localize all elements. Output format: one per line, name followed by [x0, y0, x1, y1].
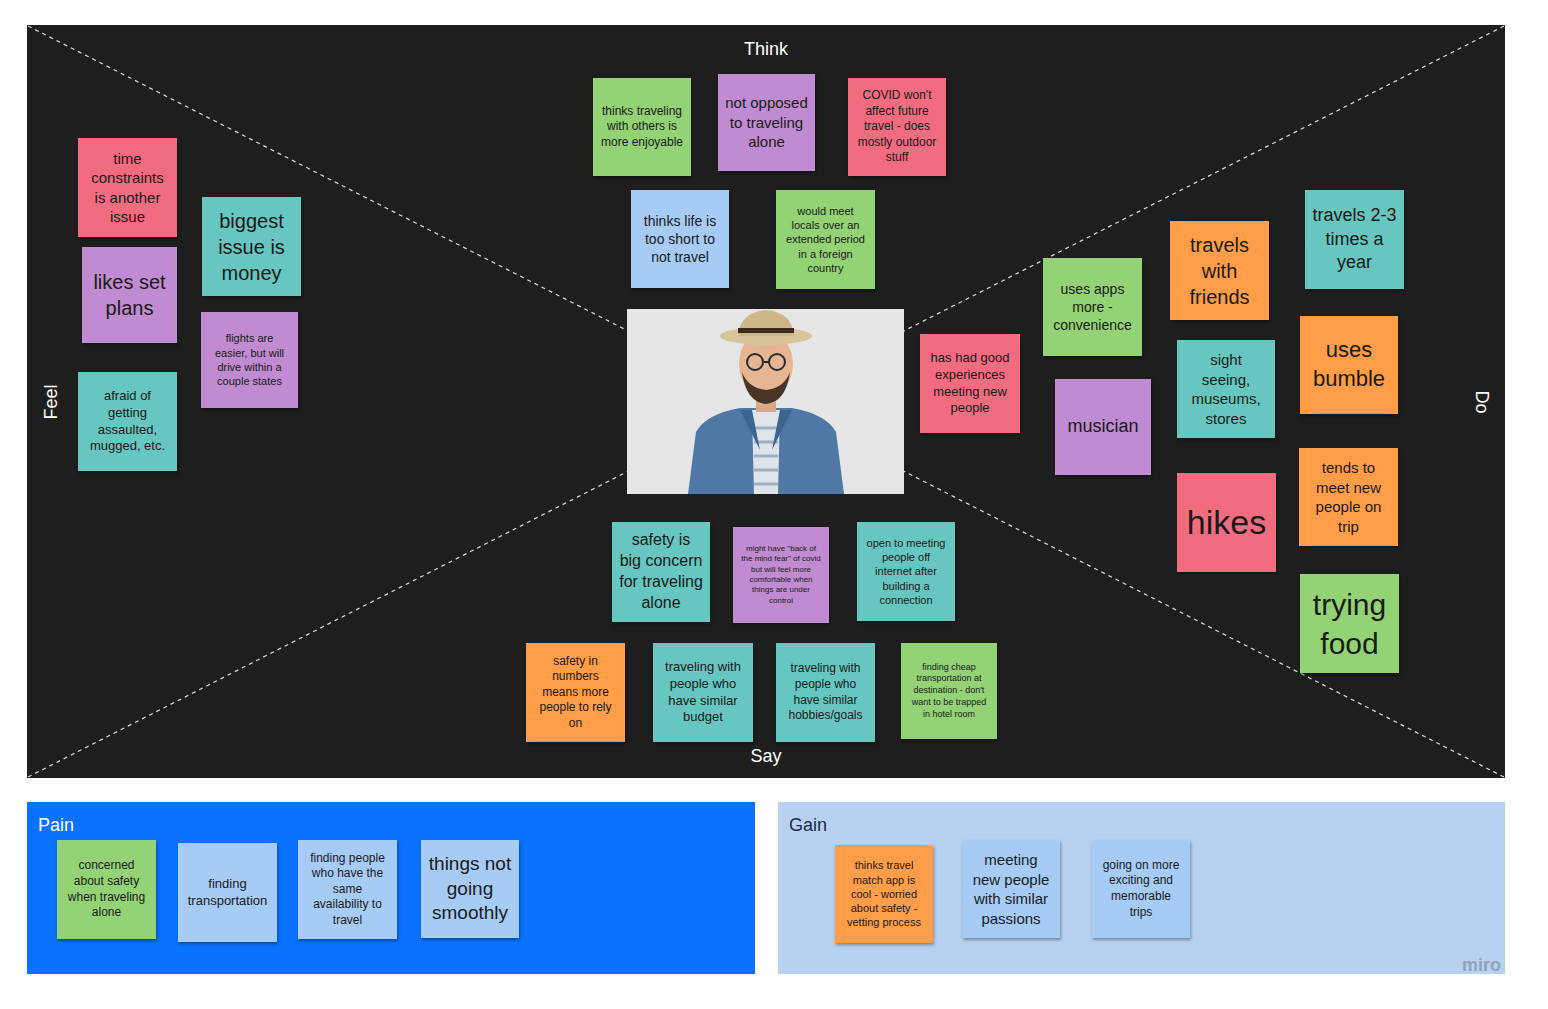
note-text: likes set plans	[89, 269, 170, 321]
note-text: afraid of getting assaulted, mugged, etc…	[85, 388, 170, 456]
quadrant-label: Feel	[41, 384, 62, 419]
note-text: time constraints is another issue	[85, 149, 170, 227]
sticky-note: tends to meet new people on trip	[1299, 448, 1398, 546]
note-text: going on more exciting and memorable tri…	[1099, 858, 1183, 920]
sticky-note: travels with friends	[1170, 221, 1269, 320]
note-text: thinks traveling with others is more enj…	[600, 104, 684, 151]
panel-title: Pain	[38, 815, 74, 836]
note-text: travels 2-3 times a year	[1312, 204, 1397, 274]
sticky-note: sight seeing, museums, stores	[1177, 340, 1275, 438]
sticky-note: going on more exciting and memorable tri…	[1092, 840, 1190, 938]
note-text: would meet locals over an extended perio…	[783, 204, 868, 275]
note-text: traveling with people who have similar b…	[660, 659, 746, 727]
sticky-note: thinks traveling with others is more enj…	[593, 78, 691, 176]
note-text: finding transportation	[185, 876, 270, 910]
sticky-note: has had good experiences meeting new peo…	[920, 334, 1020, 433]
sticky-note: meeting new people with similar passions	[962, 840, 1060, 938]
panel-title: Gain	[789, 815, 827, 836]
sticky-note: open to meeting people off internet afte…	[857, 522, 955, 621]
note-text: things not going smoothly	[428, 852, 512, 926]
quadrant-label: Do	[1471, 390, 1492, 413]
sticky-note: might have "back of the mind fear" of co…	[733, 527, 829, 623]
persona-photo	[627, 309, 904, 494]
sticky-note: COVID won't affect future travel - does …	[848, 78, 946, 176]
note-text: finding cheap transportation at destinat…	[908, 662, 990, 720]
note-text: not opposed to traveling alone	[725, 93, 808, 152]
sticky-note: afraid of getting assaulted, mugged, etc…	[78, 372, 177, 471]
note-text: uses bumble	[1307, 336, 1391, 393]
sticky-note: thinks life is too short to not travel	[631, 190, 729, 288]
note-text: safety is big concern for traveling alon…	[619, 530, 703, 613]
note-text: traveling with people who have similar h…	[783, 661, 868, 723]
note-text: hikes	[1187, 500, 1266, 544]
sticky-note: finding cheap transportation at destinat…	[901, 643, 997, 739]
note-text: tends to meet new people on trip	[1306, 458, 1391, 536]
note-text: biggest issue is money	[209, 208, 294, 286]
sticky-note: musician	[1055, 379, 1151, 475]
empathy-board: ThinkFeel DoSay time constraints is anothe…	[27, 25, 1505, 778]
note-text: COVID won't affect future travel - does …	[855, 88, 939, 166]
sticky-note: trying food	[1300, 574, 1399, 673]
sticky-note: concerned about safety when traveling al…	[57, 840, 156, 939]
quadrant-label: Think	[744, 39, 788, 60]
sticky-note: uses bumble	[1300, 316, 1398, 414]
note-text: thinks travel match app is cool - worrie…	[842, 858, 926, 929]
note-text: uses apps more - convenience	[1050, 280, 1135, 335]
sticky-note: flights are easier, but will drive withi…	[201, 312, 298, 408]
sticky-note: time constraints is another issue	[78, 138, 177, 237]
gain-panel: Gain thinks travel match app is cool - wo…	[778, 802, 1505, 974]
sticky-note: not opposed to traveling alone	[718, 74, 815, 171]
sticky-note: things not going smoothly	[421, 840, 519, 938]
note-text: musician	[1067, 415, 1138, 438]
sticky-note: finding transportation	[178, 843, 277, 942]
pain-panel: Pain concerned about safety when travelin…	[27, 802, 755, 974]
note-text: travels with friends	[1177, 232, 1262, 310]
sticky-note: would meet locals over an extended perio…	[776, 190, 875, 289]
quadrant-label: Say	[750, 746, 781, 767]
note-text: finding people who have the same availab…	[305, 851, 390, 929]
sticky-note: traveling with people who have similar b…	[653, 643, 753, 742]
note-text: flights are easier, but will drive withi…	[208, 331, 291, 388]
sticky-note: thinks travel match app is cool - worrie…	[835, 845, 933, 943]
sticky-note: safety is big concern for traveling alon…	[612, 522, 710, 622]
note-text: has had good experiences meeting new peo…	[927, 350, 1013, 418]
note-text: concerned about safety when traveling al…	[64, 858, 149, 920]
note-text: meeting new people with similar passions	[969, 850, 1053, 928]
sticky-note: likes set plans	[82, 247, 177, 343]
sticky-note: traveling with people who have similar h…	[776, 643, 875, 742]
sticky-note: uses apps more - convenience	[1043, 258, 1142, 356]
note-text: sight seeing, museums, stores	[1184, 350, 1268, 428]
note-text: safety in numbers means more people to r…	[533, 654, 618, 732]
note-text: open to meeting people off internet afte…	[864, 536, 948, 607]
note-text: might have "back of the mind fear" of co…	[740, 544, 822, 606]
sticky-note: hikes	[1177, 473, 1276, 572]
sticky-note: biggest issue is money	[202, 197, 301, 296]
watermark: miro	[1462, 955, 1501, 976]
note-text: trying food	[1307, 585, 1392, 663]
sticky-note: safety in numbers means more people to r…	[526, 643, 625, 742]
sticky-note: finding people who have the same availab…	[298, 840, 397, 939]
note-text: thinks life is too short to not travel	[638, 212, 722, 267]
sticky-note: travels 2-3 times a year	[1305, 190, 1404, 289]
